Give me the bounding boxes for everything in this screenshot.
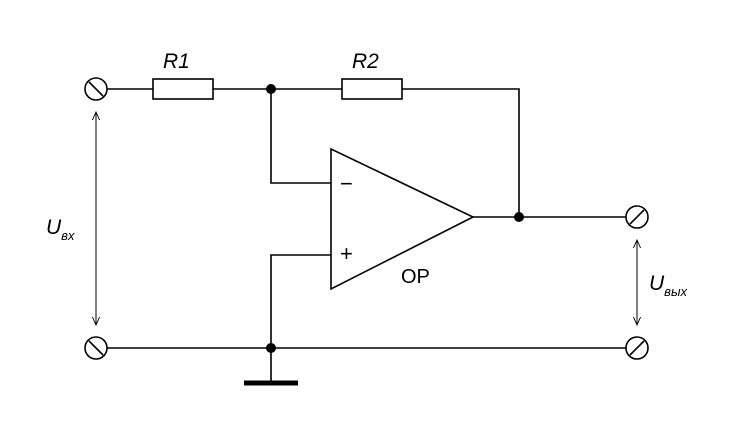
resistor-r1 <box>152 78 214 100</box>
junction-ground-node <box>266 343 276 353</box>
resistor-r2 <box>341 78 403 100</box>
terminal-output-top <box>625 205 649 229</box>
output-voltage-symbol: U <box>649 272 665 295</box>
opamp-noninverting-sign: + <box>340 241 353 266</box>
opamp-inverting-sign: − <box>340 171 353 196</box>
terminal-output-bottom <box>625 336 649 360</box>
terminal-input-bottom <box>84 336 108 360</box>
junction-output-node <box>514 212 524 222</box>
input-voltage-label: Uвх <box>46 216 75 243</box>
opamp-label: OP <box>401 266 430 288</box>
input-voltage-subscript: вх <box>61 228 75 243</box>
wires <box>107 88 626 382</box>
terminal-input-top <box>84 77 108 101</box>
opamp-triangle <box>330 147 475 291</box>
wire-node-to-inverting-input <box>270 89 331 184</box>
r2-label: R2 <box>352 50 379 73</box>
output-voltage-label: Uвых <box>649 272 688 299</box>
wire-noninverting-to-ground <box>270 254 331 382</box>
junction-feedback-node <box>266 84 276 94</box>
wire-r2-to-output <box>402 88 520 217</box>
input-voltage-symbol: U <box>46 216 62 239</box>
output-voltage-subscript: вых <box>664 284 687 299</box>
r1-label: R1 <box>163 50 190 73</box>
